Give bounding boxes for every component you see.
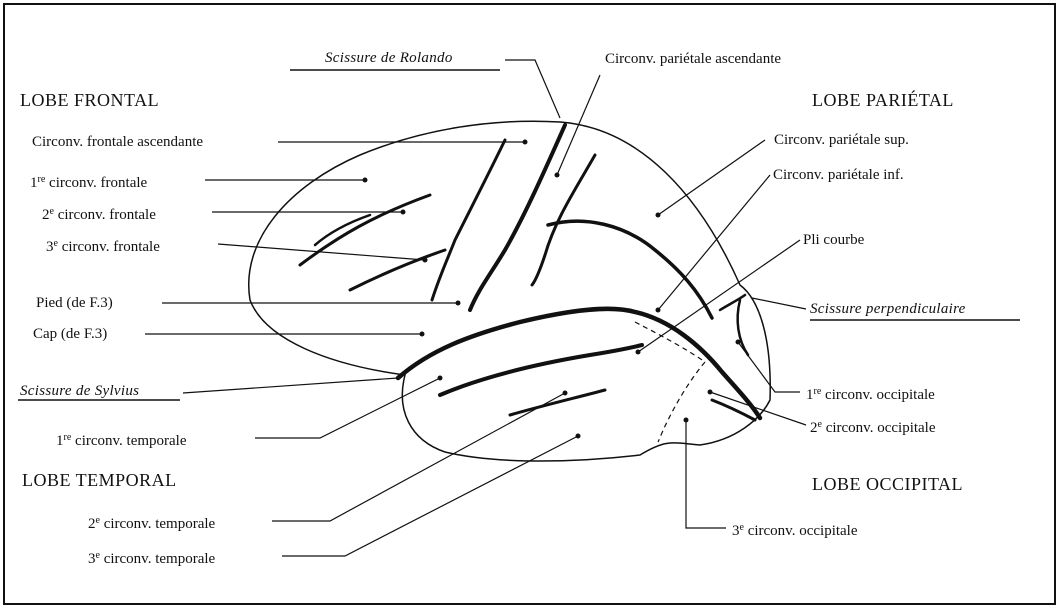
occipital-sulcus-2 [738, 300, 748, 355]
precentral-sulcus [432, 140, 505, 300]
label-o2-num: 2 [810, 420, 818, 436]
label-t2: 2e circonv. temporale [88, 512, 215, 533]
label-t1: 1re circonv. temporale [56, 429, 187, 450]
label-f3-text: circonv. frontale [58, 239, 160, 255]
label-o1-num: 1 [806, 387, 814, 403]
label-o2-text: circonv. occipitale [822, 420, 936, 436]
label-o1: 1re circonv. occipitale [806, 383, 935, 404]
label-parietale-inf: Circonv. pariétale inf. [773, 166, 904, 184]
fissure-underlines [18, 70, 1020, 400]
lobe-frontal-title: LOBE FRONTAL [20, 90, 159, 110]
lobe-parietal-title: LOBE PARIÉTAL [812, 90, 954, 110]
label-o3-num: 3 [732, 523, 740, 539]
label-frontale-ascendante: Circonv. frontale ascendante [32, 133, 203, 151]
label-f3: 3e circonv. frontale [46, 235, 160, 256]
label-t1-text: circonv. temporale [71, 433, 186, 449]
label-o1-text: circonv. occipitale [821, 387, 935, 403]
lobe-occipital-title: LOBE OCCIPITAL [812, 474, 963, 494]
label-o2: 2e circonv. occipitale [810, 416, 936, 437]
lobe-temporal-title: LOBE TEMPORAL [22, 470, 177, 490]
lobe-boundaries [635, 322, 705, 442]
temporal-sulcus-2 [510, 390, 605, 415]
perpendicular-sulcus [720, 295, 745, 310]
label-f1: 1re circonv. frontale [30, 171, 147, 192]
pointer-dots [363, 140, 741, 439]
scissure-sylvius-label: Scissure de Sylvius [20, 382, 139, 400]
label-t3-text: circonv. temporale [100, 551, 215, 567]
frontal-sulcus-3 [315, 215, 370, 245]
label-pied: Pied (de F.3) [36, 294, 113, 312]
label-t2-num: 2 [88, 516, 96, 532]
label-parietale-ascendante: Circonv. pariétale ascendante [605, 50, 781, 68]
scissure-rolando-label: Scissure de Rolando [325, 49, 453, 67]
scissure-perpendiculaire-label: Scissure perpendiculaire [810, 300, 966, 318]
label-t3: 3e circonv. temporale [88, 547, 215, 568]
label-t1-num: 1 [56, 433, 64, 449]
label-pli-courbe: Pli courbe [803, 231, 864, 249]
label-t2-text: circonv. temporale [100, 516, 215, 532]
label-o3-text: circonv. occipitale [744, 523, 858, 539]
sulci [300, 125, 760, 420]
label-f2-text: circonv. frontale [54, 207, 156, 223]
label-f3-num: 3 [46, 239, 54, 255]
label-f1-text: circonv. frontale [45, 175, 147, 191]
label-f1-num: 1 [30, 175, 38, 191]
brain-outline [249, 121, 770, 461]
intraparietal-sulcus [548, 221, 712, 318]
label-parietale-sup: Circonv. pariétale sup. [774, 131, 909, 149]
frontal-sulcus-2 [350, 250, 445, 290]
label-o3: 3e circonv. occipitale [732, 519, 858, 540]
frontal-sulcus-1 [300, 195, 430, 265]
label-t3-num: 3 [88, 551, 96, 567]
temporal-sulcus-1 [440, 345, 642, 395]
rolando-sulcus [470, 125, 565, 310]
sylvian-fissure [398, 309, 760, 418]
label-f2-num: 2 [42, 207, 50, 223]
label-f2: 2e circonv. frontale [42, 203, 156, 224]
label-cap: Cap (de F.3) [33, 325, 107, 343]
